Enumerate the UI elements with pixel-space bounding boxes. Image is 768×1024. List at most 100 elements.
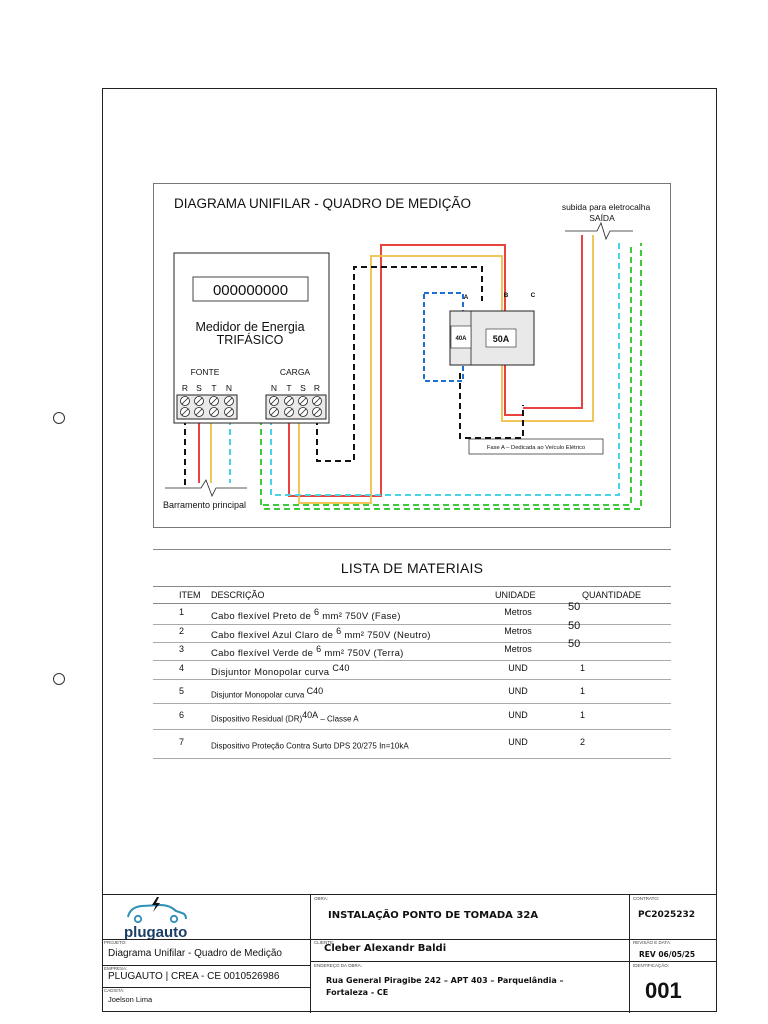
terminal-screw-slot [195,397,203,405]
materials-top-rule [153,549,671,550]
diagram-frame [153,183,671,528]
diagram-title: DIAGRAMA UNIFILAR - QUADRO DE MEDIÇÃO [174,196,471,211]
terminal-screw-slot [225,408,233,416]
carga-label: CARGA [280,367,311,377]
contrato-value: PC2025232 [638,910,696,920]
description-suffix: mm² 750V (Neutro) [341,630,431,642]
item-unit: UND [508,710,528,720]
terminal-screw-slot [313,408,321,416]
materials-row-rule [153,729,671,730]
wire-cyan [229,243,620,496]
single-line-diagram: DIAGRAMA UNIFILAR - QUADRO DE MEDIÇÃO 00… [153,183,671,528]
item-quantity: 50 [568,620,581,632]
projeto-label: PROJETO: [104,940,127,945]
wire-green [260,243,642,510]
terminal-screw-slot [270,408,278,416]
materials-header-rule [153,586,671,587]
cadista-value: Joelson Lima [108,995,153,1004]
item-number: 2 [179,626,185,636]
terminal-screw-slot [270,397,278,405]
meter-display-value: 000000000 [213,282,288,299]
description-text: Dispositivo Proteção Contra Surto DPS 20… [211,741,409,751]
empresa-label: EMPRESA: [104,966,128,971]
rcd-rating: 40A [455,336,467,342]
materials-title: LISTA DE MATERIAIS [340,560,484,576]
fonte-terminal-s: S [196,383,202,393]
header-description: DESCRIÇÃO [211,590,265,600]
barramento-label: Barramento principal [163,500,246,510]
endereco-line1: Rua General Piragibe 242 – APT 403 – Par… [326,976,564,985]
item-unit: UND [508,686,528,696]
carga-terminal-s: S [300,383,306,393]
item-number: 4 [179,663,185,673]
item-unit: Metros [504,607,532,617]
wire-black [184,266,524,485]
item-quantity: 50 [568,601,581,613]
breaker-rating: 50A [493,334,510,344]
header-unit: UNIDADE [495,590,536,600]
header-item: ITEM [179,590,201,600]
identificacao-label: IDENTIFICAÇÃO: [633,963,670,968]
endereco-label: ENDEREÇO DA OBRA: [314,963,363,968]
terminal-screw-slot [181,408,189,416]
item-number: 7 [179,737,185,747]
description-text: Disjuntor Monopolar curva [211,667,333,679]
item-number: 1 [179,607,185,617]
breaker-pole-c: C [531,292,536,299]
item-quantity: 1 [580,710,586,720]
item-quantity: 50 [568,638,581,650]
drawing-sheet-border [102,88,717,1012]
description-text: Cabo flexível Verde de [211,648,317,660]
fase-note: Fase A – Dedicada ao Veículo Elétrico [487,445,585,451]
fase-note-box [468,438,604,455]
description-text: Disjuntor Monopolar curva [211,690,307,700]
fonte-terminal-r: R [182,383,188,393]
revisao-label: REVISÃO E DATA: [633,940,672,945]
fonte-terminal-n: N [226,383,232,393]
empresa-value: PLUGAUTO | CREA - CE 0010526986 [108,971,280,982]
meter-label-line1: Medidor de Energia [195,320,304,334]
endereco-line2: Fortaleza - CE [326,988,389,997]
barramento-line [165,479,247,497]
cliente-value: Cleber Alexandr Baldi [324,943,447,954]
wire-yellow [210,235,594,504]
fonte-terminal-t: T [211,383,216,393]
revisao-value: REV 06/05/25 [639,950,696,959]
description-gauge: 6 [314,607,320,617]
identificacao-value: 001 [645,978,682,1003]
terminal-screw-slot [299,397,307,405]
terminal-screw-slot [181,397,189,405]
item-number: 6 [179,710,185,720]
carga-terminal-r: R [314,383,320,393]
description-text: Dispositivo Residual (DR) [211,714,303,724]
obra-value: INSTALAÇÃO PONTO DE TOMADA 32A [328,910,539,921]
terminal-screw-slot [313,397,321,405]
description-gauge: 6 [316,644,322,654]
description-gauge: C40 [306,686,324,696]
binder-hole-bottom [53,673,65,685]
item-quantity: 1 [580,686,586,696]
fonte-label: FONTE [191,367,220,377]
item-quantity: 1 [580,663,586,673]
item-unit: UND [508,737,528,747]
rcd-rating-box [450,325,472,349]
materials-row-rule [153,642,671,643]
materials-row: 7 Dispositivo Proteção Contra Surto DPS 2… [153,737,671,755]
materials-row-rule [153,660,671,661]
breaker-pole-b: B [504,292,509,299]
description-gauge: 6 [336,626,342,636]
car-wheel-rear-icon [169,914,179,924]
item-description: Cabo flexível Preto de 6 mm² 750V (Fase) [211,607,401,622]
contrato-label: CONTRATO: [633,896,660,901]
description-suffix: mm² 750V (Terra) [321,648,404,660]
title-block: plugauto PROJETO: Diagrama Unifilar - Qu… [102,894,717,1013]
meter-display [192,276,309,302]
cadista-label: CADISTA: [104,988,125,993]
saida-label-line2: SAÍDA [589,213,615,223]
description-suffix: mm² 750V (Fase) [319,611,401,623]
terminal-screw-slot [225,397,233,405]
carga-terminal-t: T [286,383,291,393]
